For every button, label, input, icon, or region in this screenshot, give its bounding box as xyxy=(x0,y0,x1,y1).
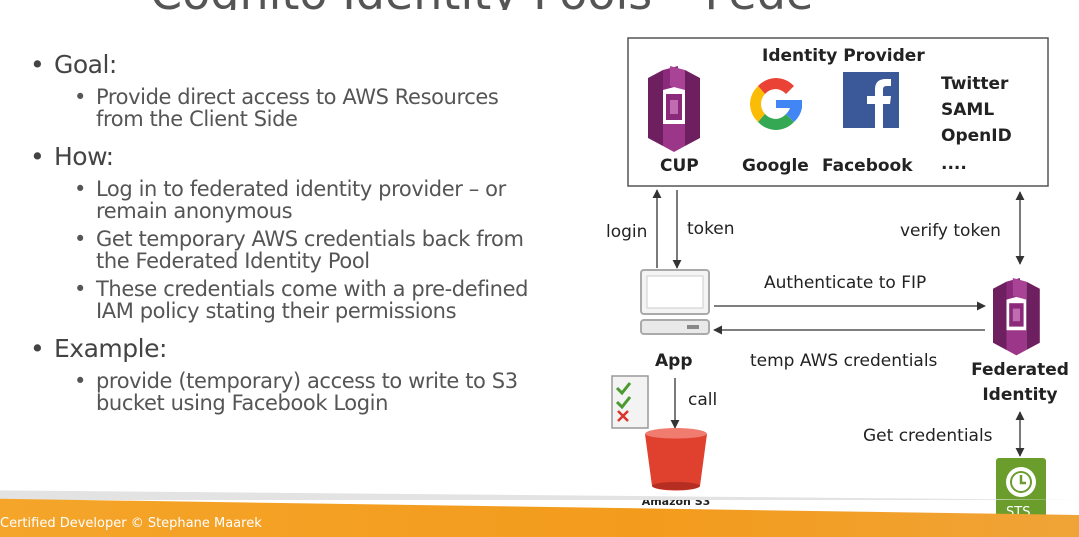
edge-label-get-credentials: Get credentials xyxy=(863,426,993,446)
sub-bullet: These credentials come with a pre-define… xyxy=(74,278,546,322)
bullet-example: Example: xyxy=(30,334,570,364)
sub-bullet: provide (temporary) access to write to S… xyxy=(74,370,546,414)
provider-label-facebook: Facebook xyxy=(822,156,913,176)
sts-icon xyxy=(996,458,1046,522)
footer-copyright: Certified Developer © Stephane Maarek xyxy=(0,516,262,531)
bullet-list: Goal: Provide direct access to AWS Resou… xyxy=(30,42,570,414)
slide-title: Cognito Identity Pools – Federated Ident… xyxy=(150,0,810,10)
provider-label-google: Google xyxy=(742,156,809,176)
edge-label-temp-credentials: temp AWS credentials xyxy=(750,351,938,371)
identity-provider-title: Identity Provider xyxy=(762,46,925,66)
policy-checklist-icon xyxy=(611,375,649,429)
other-provider-more: .... xyxy=(941,154,967,174)
s3-bucket-icon xyxy=(645,428,707,491)
edge-label-login: login xyxy=(606,222,648,242)
other-provider-saml: SAML xyxy=(941,100,995,120)
edge-label-token: token xyxy=(687,219,735,239)
bullet-how: How: xyxy=(30,142,570,172)
google-icon xyxy=(750,78,802,130)
sub-bullet: Log in to federated identity provider – … xyxy=(74,178,526,222)
app-label: App xyxy=(655,351,693,371)
other-provider-twitter: Twitter xyxy=(941,74,1009,94)
edge-label-call: call xyxy=(688,390,718,410)
federated-identity-icon xyxy=(993,278,1040,356)
edge-label-verify-token: verify token xyxy=(900,221,1001,241)
facebook-icon xyxy=(843,72,899,128)
edge-label-authenticate: Authenticate to FIP xyxy=(764,273,927,293)
provider-label-cup: CUP xyxy=(660,156,699,176)
bullet-goal: Goal: xyxy=(30,50,570,80)
federated-identity-label: Federated Identity xyxy=(971,360,1069,405)
laptop-icon xyxy=(640,269,710,335)
other-provider-openid: OpenID xyxy=(941,126,1012,146)
sub-bullet: Provide direct access to AWS Resources f… xyxy=(74,86,526,130)
sub-bullet: Get temporary AWS credentials back from … xyxy=(74,228,546,272)
cup-cognito-icon xyxy=(648,66,700,152)
footer-gray-stripe xyxy=(0,490,1079,500)
